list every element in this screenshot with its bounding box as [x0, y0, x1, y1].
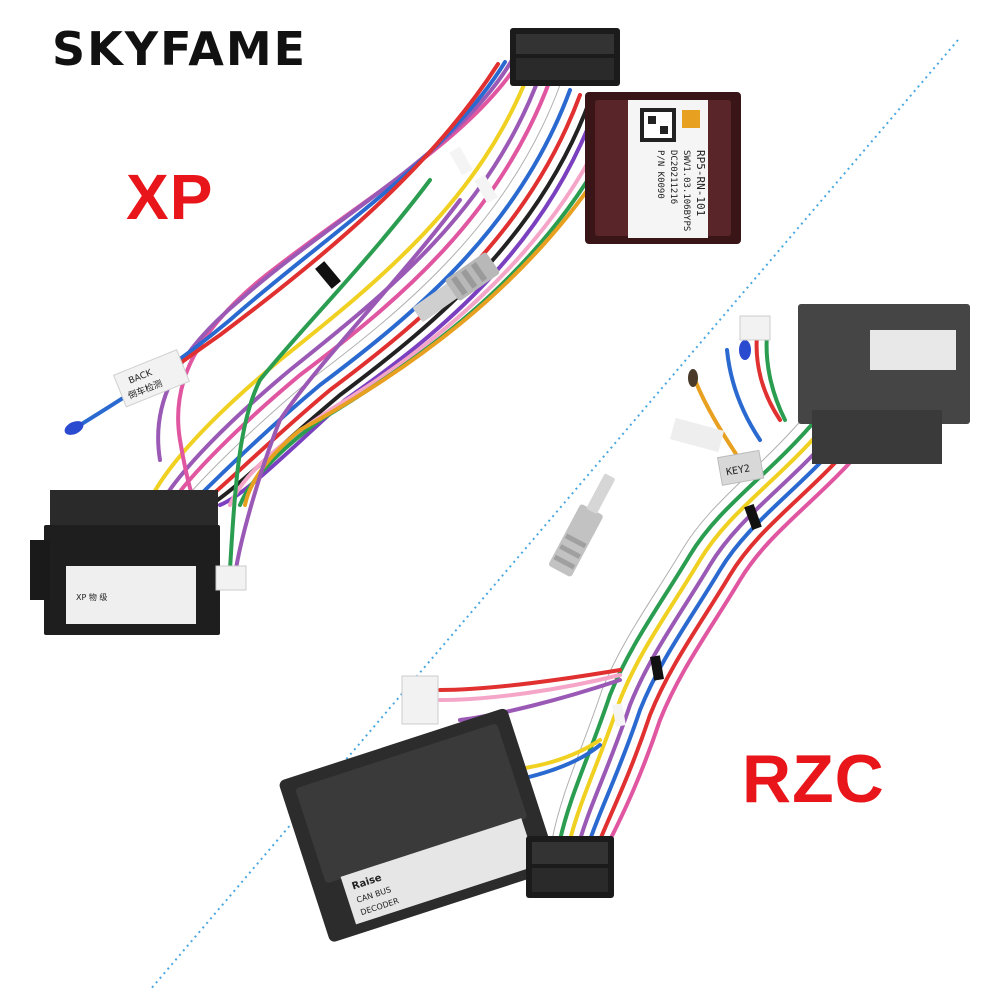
- svg-text:XP 物 级: XP 物 级: [76, 592, 107, 602]
- xp-module: RP5-RN-101 SWV1.03.106BYPS DC20211216 P/…: [585, 92, 741, 244]
- rzc-bottom-connector: [526, 836, 614, 898]
- xp-cable-tie: [449, 146, 473, 176]
- blue-probe: [739, 340, 751, 360]
- rzc-antenna-adapter: [549, 473, 615, 577]
- svg-text:KEY2: KEY2: [725, 463, 751, 478]
- rzc-cable-tie: [649, 655, 665, 681]
- rzc-decoder-box: Raise CAN BUS DECODER: [279, 708, 558, 942]
- diagonal-divider: [149, 39, 959, 991]
- rzc-harness: KEY2: [279, 304, 970, 942]
- xp-module-line: SWV1.03.106BYPS: [681, 150, 691, 231]
- dark-probe: [688, 369, 698, 387]
- xp-antenna-adapter: [413, 252, 500, 322]
- rzc-cable-tie: [612, 703, 626, 727]
- connector-label: [870, 330, 956, 370]
- xp-small-plug: [215, 565, 247, 591]
- xp-module-line: P/N K0090: [655, 150, 665, 199]
- rzc-small-plug: [739, 315, 771, 341]
- blue-probe: [64, 421, 84, 435]
- xp-top-connector: [510, 28, 620, 86]
- xp-wire-bundle: [78, 58, 602, 577]
- variant-label-xp: XP: [126, 161, 214, 233]
- rzc-multipin-plug: [401, 675, 439, 725]
- xp-main-connector: XP 物 级: [30, 490, 220, 635]
- rzc-sticker: [670, 417, 724, 453]
- variant-label-rzc: RZC: [742, 741, 885, 817]
- rzc-top-connector: [798, 304, 970, 464]
- xp-harness: RP5-RN-101 SWV1.03.106BYPS DC20211216 P/…: [30, 28, 741, 635]
- xp-module-line: RP5-RN-101: [694, 150, 707, 216]
- decoder-label: [340, 818, 537, 925]
- xp-cable-tie: [315, 261, 341, 289]
- brand-logo-text: SKYFAME: [52, 22, 308, 76]
- brand-logo: [682, 110, 700, 128]
- connector-label: [66, 566, 196, 624]
- rzc-key-tag: KEY2: [716, 449, 765, 486]
- xp-back-tag: BACK 倒车检测: [112, 349, 191, 408]
- xp-module-line: DC20211216: [668, 150, 678, 204]
- xp-cable-tie: [474, 174, 498, 204]
- rzc-cable-tie: [744, 504, 762, 530]
